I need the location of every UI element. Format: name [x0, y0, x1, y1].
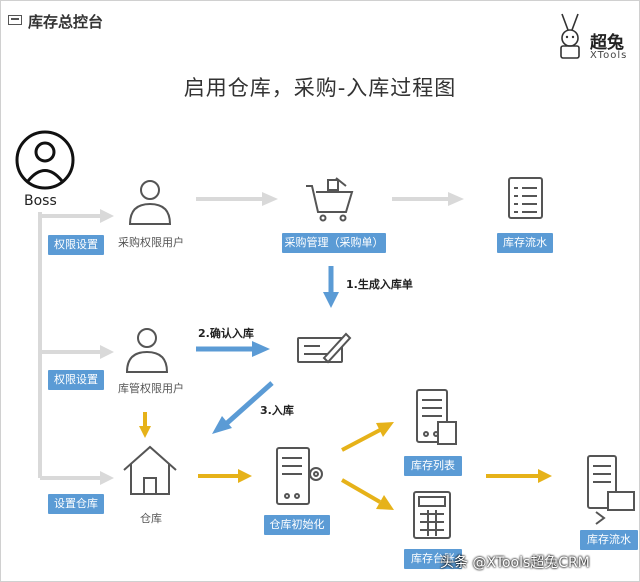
init-to-ledger-arrow: [340, 478, 394, 510]
boss-avatar-icon: [15, 130, 75, 190]
warehouse-label: 仓库: [140, 512, 162, 525]
stock-flow-badge-2: 库存流水: [580, 530, 638, 550]
stock-ledger-badge: 库存台账: [404, 549, 462, 569]
boss-label: Boss: [24, 193, 57, 209]
step2-arrow: [196, 341, 270, 357]
top-row-arrows: [196, 192, 464, 206]
user-to-warehouse-arrow: [139, 412, 151, 438]
logo-text: 超兔: [590, 33, 624, 53]
purchase-user-icon: [128, 180, 172, 225]
warehouse-house-icon: [123, 445, 177, 495]
stock-flow-badge-1: 库存流水: [497, 233, 553, 253]
header-title: 库存总控台: [28, 13, 104, 31]
purchase-management-badge: 采购管理（采购单）: [282, 233, 386, 253]
step1-arrow: [323, 266, 339, 308]
boss-branch-arrows: [40, 209, 114, 485]
stock-list-server-icon: [416, 389, 457, 445]
stock-receipt-icon: [297, 332, 352, 364]
stock-list-badge: 库存列表: [404, 456, 462, 476]
warehouse-to-init-arrow: [198, 469, 252, 483]
init-to-list-arrow: [341, 422, 394, 452]
console-icon: [8, 15, 22, 25]
stock-flow-list-icon: [508, 177, 543, 219]
cart-icon: [306, 177, 354, 222]
step3-arrow: [212, 381, 274, 434]
warehouse-user-label: 库管权限用户: [118, 382, 184, 395]
step1-label: 1.生成入库单: [346, 278, 413, 291]
perm-setting-badge-1: 权限设置: [48, 235, 104, 255]
stock-flow-server-icon: [587, 455, 635, 525]
warehouse-user-icon: [125, 328, 169, 373]
logo-subtext: XTools: [590, 50, 628, 61]
diagram-title: 启用仓库，采购-入库过程图: [183, 76, 457, 100]
perm-setting-badge-2: 权限设置: [48, 370, 104, 390]
purchase-user-label: 采购权限用户: [118, 236, 184, 249]
watermark-text: 头条 @XTools超兔CRM: [440, 555, 590, 571]
list-to-flow-arrow: [486, 469, 552, 483]
setup-warehouse-badge: 设置仓库: [48, 494, 104, 514]
stock-ledger-calculator-icon: [413, 491, 451, 539]
step2-label: 2.确认入库: [198, 327, 254, 340]
server-init-icon: [276, 447, 323, 505]
step3-label: 3.入库: [260, 404, 294, 417]
warehouse-init-badge: 仓库初始化: [264, 515, 330, 535]
